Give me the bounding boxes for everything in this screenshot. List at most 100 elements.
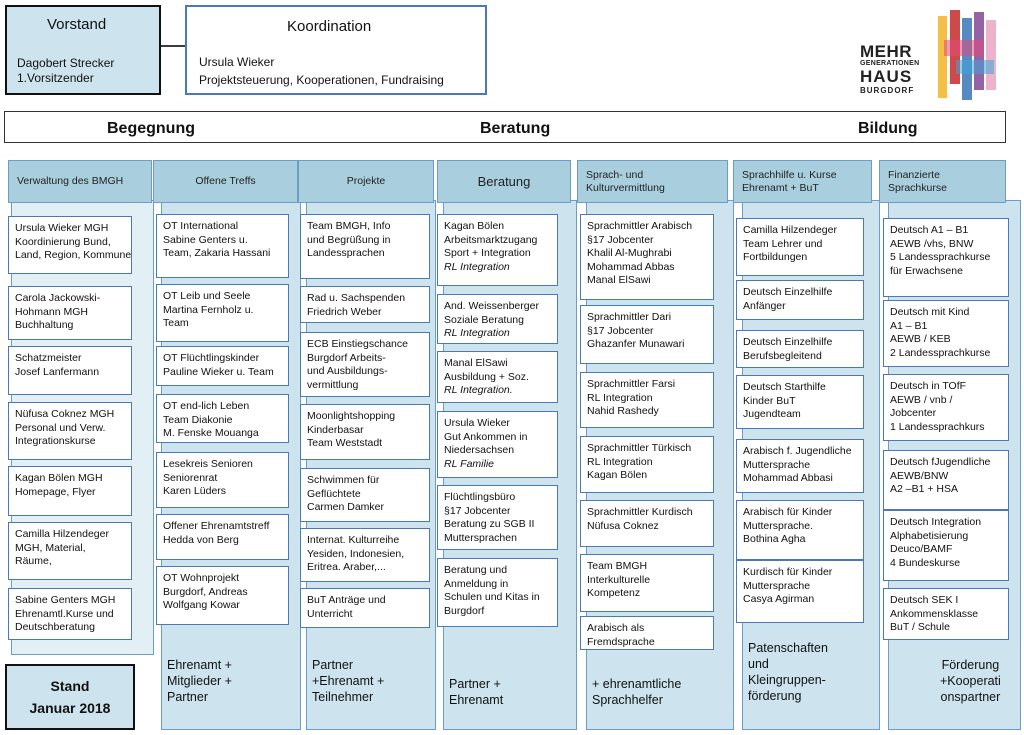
org-box-line: RL Integration <box>444 260 510 273</box>
org-box-line: Team <box>163 317 189 329</box>
org-box-line: Eritrea. Araber,... <box>307 561 386 573</box>
org-box-line: Deutschberatung <box>15 621 95 633</box>
org-box-line: Niedersachsen <box>444 444 515 456</box>
column-header: Projekte <box>298 160 434 203</box>
org-box-line: BuT Anträge und <box>307 594 386 606</box>
org-box-line: Ursula Wieker MGH <box>15 222 109 234</box>
org-box-line: RL Integration <box>587 391 653 404</box>
org-box-line: Mohammad Abbasi <box>743 472 833 484</box>
stand-box: Stand Januar 2018 <box>5 664 135 730</box>
org-box-line: §17 Jobcenter <box>444 504 511 517</box>
org-box-line: Manal ElSawi <box>444 357 508 369</box>
org-box-line: und Begrüßung in <box>307 233 391 246</box>
org-box-line: OT Flüchtlingskinder <box>163 352 260 364</box>
org-box-line: Kinder BuT <box>743 394 796 407</box>
org-box-line: Nahid Rashedy <box>587 405 659 417</box>
org-box-line: Deuco/BAMF <box>890 543 953 555</box>
org-box-line: Ankommensklasse <box>890 607 979 620</box>
column-footer-line: Ehrenamt + <box>167 658 232 672</box>
org-box-line: BuT / Schule <box>890 621 950 633</box>
org-box-line: OT Wohnprojekt <box>163 572 240 584</box>
org-box-line: Koordinierung Bund, <box>15 235 111 248</box>
org-box-line: Pauline Wieker u. Team <box>163 365 274 378</box>
org-box-line: Kinderbasar <box>307 423 364 436</box>
org-box-line: Deutsch fJugendliche <box>890 456 991 468</box>
koordination-line-2: Projektsteuerung, Kooperationen, Fundrai… <box>199 73 444 87</box>
org-box-line: Nüfusa Coknez MGH <box>15 408 115 420</box>
org-box-line: OT International <box>163 220 239 232</box>
logo-word-burgdorf: BURGDORF <box>860 86 915 95</box>
org-box-line: 1 Landessprachkurs <box>890 420 985 433</box>
org-box-line: Sport + Integration <box>444 247 531 259</box>
org-box-line: Sprachmittler Arabisch <box>587 220 693 232</box>
org-box-line: Bothina Agha <box>743 533 806 545</box>
org-box-line: Deutsch Starthilfe <box>743 381 826 393</box>
column-footer: Partner+Ehrenamt +Teilnehmer <box>312 657 384 705</box>
org-box-line: Kagan Bölen <box>444 220 505 232</box>
stand-line-2: Januar 2018 <box>29 700 111 716</box>
org-box-line: Lesekreis Senioren <box>163 458 253 470</box>
column-footer-line: onspartner <box>940 690 1001 704</box>
column-footer: Ehrenamt +Mitglieder +Partner <box>167 657 232 705</box>
org-box-line: AEWB /vhs, BNW <box>890 237 974 250</box>
logo-graphic-icon <box>938 10 996 100</box>
org-box-line: Ausbildung + Soz. <box>444 370 529 383</box>
org-box-line: Wolfgang Kowar <box>163 599 240 611</box>
org-box-line: RL Familie <box>444 457 494 470</box>
org-box-line: und Ausbildungs- <box>307 365 388 377</box>
org-box-line: Gut Ankommen in <box>444 430 528 443</box>
org-box-line: Ehrenamtl.Kurse und <box>15 607 114 620</box>
category-beratung: Beratung <box>480 120 551 137</box>
org-box-line: Berufsbegleitend <box>743 349 822 362</box>
org-box-line: Soziale Beratung <box>444 313 524 326</box>
column-header-line: Sprachkurse <box>888 181 947 194</box>
org-box-line: Muttersprache <box>743 579 811 592</box>
org-box-line: §17 Jobcenter <box>587 324 654 337</box>
org-box-line: Khalil Al-Mughrabi <box>587 247 672 259</box>
org-box-line: Burgdorf Arbeits- <box>307 351 386 364</box>
org-box-line: Team Weststadt <box>307 437 383 449</box>
org-box-line: Manal ElSawi <box>587 274 651 286</box>
org-box-line: RL Integration <box>444 327 510 339</box>
org-box-line: §17 Jobcenter <box>587 233 654 246</box>
org-box-line: Fremdsprache <box>587 635 655 648</box>
vorstand-box: Vorstand Dagobert Strecker 1.Vorsitzende… <box>5 5 161 95</box>
org-box-line: OT Leib und Seele <box>163 290 251 302</box>
category-bildung: Bildung <box>858 120 918 137</box>
org-box-line: Deutsch mit Kind <box>890 306 970 318</box>
org-box-line: Jugendteam <box>743 408 801 420</box>
org-box-line: Kurdisch für Kinder <box>743 566 833 578</box>
org-box-line: Deutsch Einzelhilfe <box>743 336 833 348</box>
org-box-line: Rad u. Sachspenden <box>307 292 406 304</box>
column-footer-line: Ehrenamt <box>449 693 504 707</box>
org-box-line: Moonlightshopping <box>307 410 396 422</box>
column-header: Beratung <box>437 160 571 203</box>
logo-word-generationen: GENERATIONEN <box>860 60 920 67</box>
koordination-box: Koordination Ursula Wieker Projektsteuer… <box>185 5 487 95</box>
column-header-line: Verwaltung des BMGH <box>17 175 124 187</box>
org-box-line: Personal und Verw. <box>15 421 106 434</box>
org-box-line: Ghazanfer Munawari <box>587 338 685 350</box>
org-box-line: Schulen und Kitas in <box>444 591 540 603</box>
org-box-line: RL Integration <box>587 455 653 468</box>
